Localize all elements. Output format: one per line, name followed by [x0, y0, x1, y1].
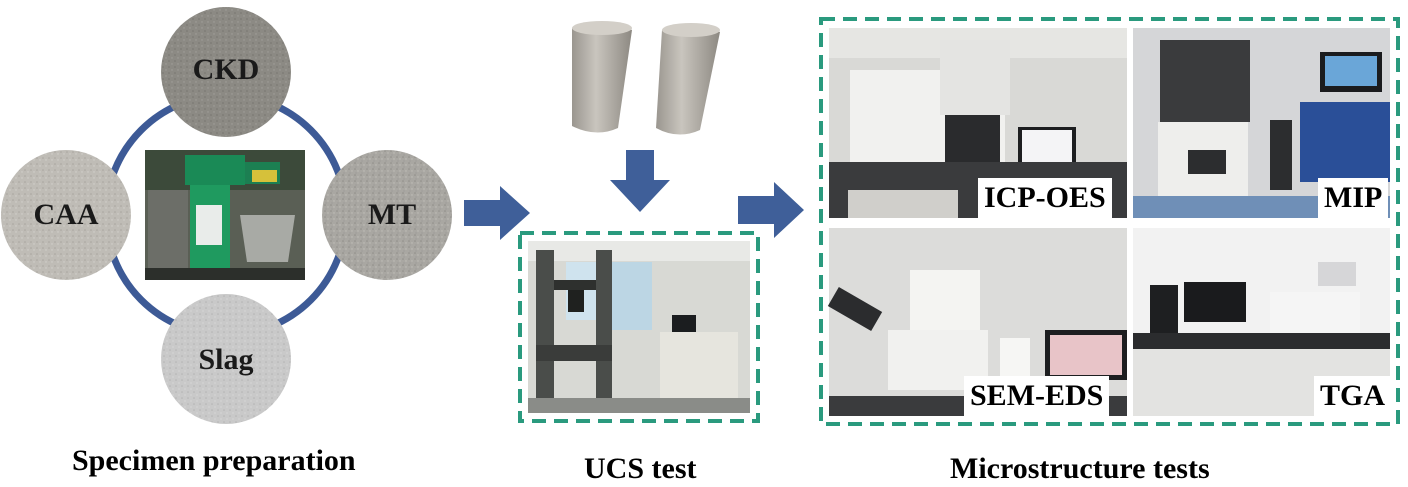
mip-photo [1133, 28, 1390, 218]
right-arrow-icon [738, 182, 804, 238]
down-arrow-icon [610, 150, 670, 212]
ckd-label: CKD [192, 53, 260, 86]
cylinder-specimen [656, 23, 720, 135]
microstructure-dashed-frame [819, 17, 1400, 426]
icp-oes-label: ICP-OES [978, 178, 1112, 218]
mt-sample-circle [322, 150, 452, 280]
mixer-photo [145, 150, 305, 280]
mt-label: MT [367, 198, 417, 231]
ucs-photo [528, 241, 750, 413]
slag-label: Slag [198, 343, 254, 376]
sem-eds-label: SEM-EDS [964, 376, 1110, 416]
caa-label: CAA [33, 198, 99, 231]
mip-label: MIP [1318, 178, 1389, 218]
right-arrow-icon [464, 186, 530, 240]
caa-sample-circle [1, 150, 131, 280]
ucs-dashed-frame [518, 231, 760, 423]
stage-caption-microstructure: Microstructure tests [950, 452, 1210, 485]
slag-sample-circle [161, 294, 291, 424]
stage-caption-ucs: UCS test [584, 452, 697, 485]
tga-label: TGA [1314, 376, 1392, 416]
cylinder-specimen [572, 21, 632, 133]
tga-photo [1133, 228, 1390, 416]
stage-caption-preparation: Specimen preparation [72, 444, 356, 477]
ckd-sample-circle [161, 7, 291, 137]
